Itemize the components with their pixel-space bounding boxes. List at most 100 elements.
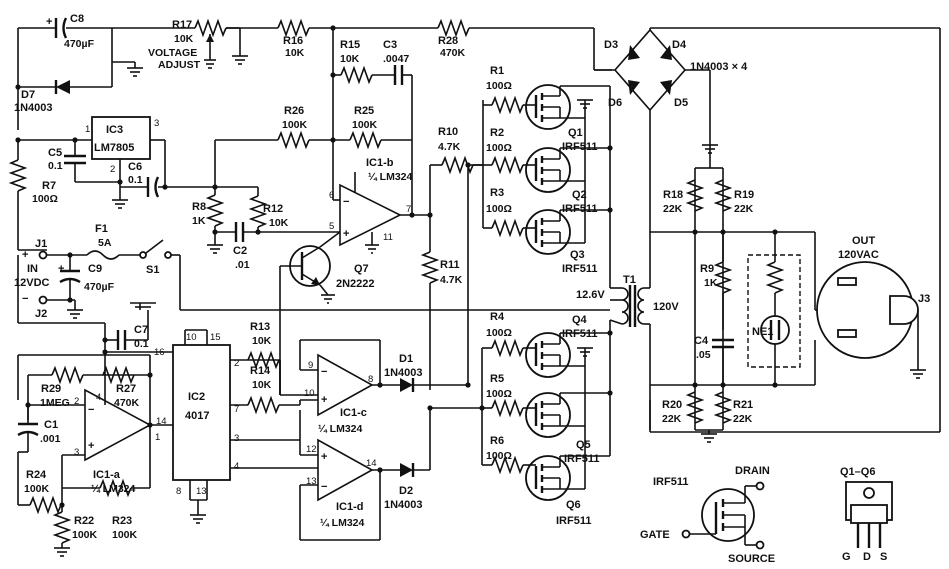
c8-label: C8 xyxy=(70,13,84,25)
q4-value: IRF511 xyxy=(562,328,597,340)
d6-label: D6 xyxy=(608,97,622,109)
d1-label: D1 xyxy=(399,353,413,365)
svg-text:+: + xyxy=(22,249,28,261)
legend-mosfet: IRF511 DRAIN GATE SOURCE xyxy=(640,465,775,565)
pin-d-label: D xyxy=(863,551,871,563)
r19-value: 22K xyxy=(734,203,754,215)
bridge-value: 1N4003 × 4 xyxy=(690,61,748,73)
q3-label: Q3 xyxy=(570,249,585,261)
resistor-r5: R5 100Ω xyxy=(482,373,524,418)
svg-text:+: + xyxy=(343,228,349,240)
ground-input xyxy=(67,300,83,319)
r8-value: 1K xyxy=(192,215,206,227)
svg-text:9: 9 xyxy=(308,360,313,371)
s1-label: S1 xyxy=(146,264,159,276)
r3-value: 100Ω xyxy=(486,203,512,215)
svg-text:14: 14 xyxy=(366,458,377,469)
capacitor-c3: C3 .0047 xyxy=(383,39,413,140)
q1-label: Q1 xyxy=(568,127,583,139)
r14-value: 10K xyxy=(252,379,272,391)
r18-label: R18 xyxy=(663,189,683,201)
q2-label: Q2 xyxy=(572,189,587,201)
capacitor-c1: C1 .001 xyxy=(17,405,61,452)
input-jack-j1: J1 + IN 12VDC − J2 xyxy=(14,238,50,320)
r15-label: R15 xyxy=(340,39,360,51)
svg-text:10: 10 xyxy=(304,388,315,399)
capacitor-c9: + C9 470µF xyxy=(58,255,115,300)
r4-label: R4 xyxy=(490,311,505,323)
svg-text:+: + xyxy=(46,16,52,28)
resistor-r9: R9 1K xyxy=(700,232,733,330)
c3-value: .0047 xyxy=(383,53,409,65)
resistor-r22: R22 100K xyxy=(52,505,98,557)
t1-secondary: 120V xyxy=(653,301,679,313)
pin-g-label: G xyxy=(842,551,851,563)
r29-label: R29 xyxy=(41,383,61,395)
r7-value: 100Ω xyxy=(32,193,58,205)
out-label: OUT xyxy=(852,235,876,247)
svg-text:1: 1 xyxy=(85,124,90,135)
r5-label: R5 xyxy=(490,373,504,385)
svg-text:+: + xyxy=(88,440,94,452)
resistor-r19: R19 22K xyxy=(713,179,754,215)
f1-label: F1 xyxy=(95,223,108,235)
r5-value: 100Ω xyxy=(486,388,512,400)
ic2-value: 4017 xyxy=(185,410,209,422)
r16-label: R16 xyxy=(283,35,303,47)
diode-d1: D1 1N4003 xyxy=(384,165,469,392)
svg-text:13: 13 xyxy=(306,476,317,487)
r28-label: R28 xyxy=(438,35,458,47)
q7-label: Q7 xyxy=(354,263,369,275)
switch-s1: S1 xyxy=(139,239,180,276)
q5-value: IRF511 xyxy=(564,453,599,465)
r26-label: R26 xyxy=(284,105,304,117)
ground-q-top xyxy=(577,99,593,118)
q2-value: IRF511 xyxy=(562,203,597,215)
r18-value: 22K xyxy=(663,203,683,215)
legend-drain: DRAIN xyxy=(735,465,770,477)
diode-d2: D2 1N4003 xyxy=(384,408,431,511)
out-volts: 120VAC xyxy=(838,249,879,261)
svg-text:−: − xyxy=(22,293,28,305)
svg-text:7: 7 xyxy=(234,404,239,415)
svg-text:5: 5 xyxy=(329,221,334,232)
diode-d7: D7 1N4003 xyxy=(14,62,113,114)
r17-text1: VOLTAGE xyxy=(148,47,197,59)
c4-label: C4 xyxy=(694,335,709,347)
r26-value: 100K xyxy=(282,119,308,131)
svg-text:12: 12 xyxy=(306,444,317,455)
resistor-r28: R28 470K xyxy=(437,18,612,71)
opamp-ic1b: − + 6 5 7 11 IC1-b ¼ LM324 xyxy=(329,140,430,254)
transistor-q7: Q7 2N2222 xyxy=(279,231,375,395)
ic3-label: IC3 xyxy=(106,124,123,136)
resistor-r26: R26 100K xyxy=(215,105,333,150)
r4-value: 100Ω xyxy=(486,327,512,339)
opamp-ic1c: − + 9 10 8 IC1-c ¼ LM324 xyxy=(299,339,400,435)
c5-value: 0.1 xyxy=(48,160,63,172)
svg-text:3: 3 xyxy=(154,118,159,129)
t1-label: T1 xyxy=(623,274,636,286)
t1-primary: 12.6V xyxy=(576,289,605,301)
c2-label: C2 xyxy=(233,245,247,257)
c3-label: C3 xyxy=(383,39,397,51)
in-label: IN xyxy=(27,263,38,275)
c9-value: 470µF xyxy=(84,281,115,293)
r7-label: R7 xyxy=(42,180,56,192)
svg-text:+: + xyxy=(58,263,64,275)
j3-label: J3 xyxy=(918,293,930,305)
r3-label: R3 xyxy=(490,187,504,199)
ground-c8 xyxy=(127,62,143,77)
svg-text:−: − xyxy=(321,481,327,493)
ic1a-label: IC1-a xyxy=(93,469,121,481)
r17-value: 10K xyxy=(174,33,194,45)
r23-value: 100K xyxy=(112,529,138,541)
r10-value: 4.7K xyxy=(438,141,461,153)
resistor-r6: R6 100Ω xyxy=(482,435,524,475)
mosfet-q1: Q1 IRF511 xyxy=(523,84,597,153)
ic1d-value: ¼ LM324 xyxy=(320,517,365,529)
r11-value: 4.7K xyxy=(440,274,463,286)
ground-q-bottom xyxy=(577,347,593,366)
r2-label: R2 xyxy=(490,127,504,139)
f1-value: 5A xyxy=(98,237,112,249)
